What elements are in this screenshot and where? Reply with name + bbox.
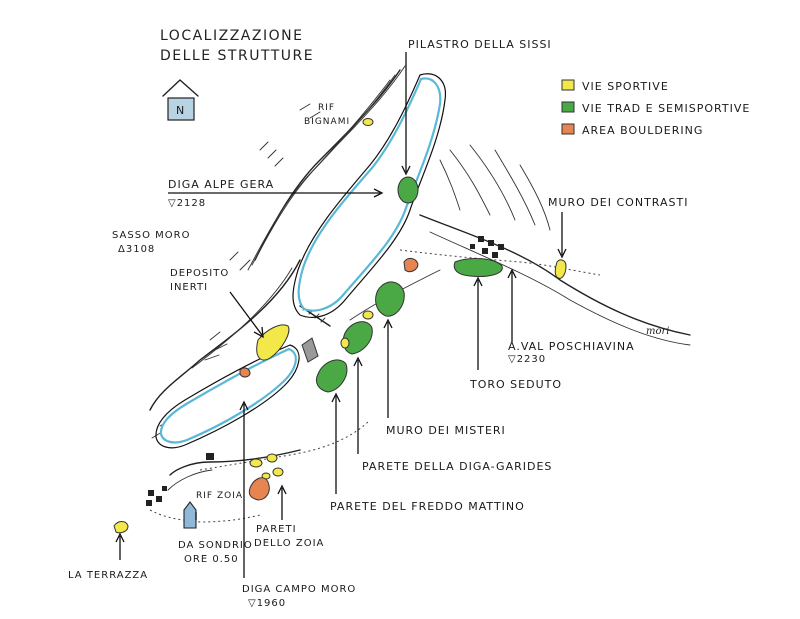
legend-label-bouldering: AREA BOULDERING [582,124,703,137]
label-toro-seduto: TORO SEDUTO [469,378,562,391]
legend-label-trad: VIE TRAD E SEMISPORTIVE [582,102,750,115]
area-la-terrazza [113,521,129,534]
map-title-line2: DELLE STRUTTURE [160,48,314,64]
label-sasso-moro-2: Δ3108 [118,244,155,255]
label-diga-campo-moro-1: DIGA CAMPO MORO [242,584,356,595]
area-parete-del-freddo-mattino [315,359,348,393]
label-val-poschiavina-2: ▽2230 [508,354,546,365]
legend-swatch-sportive [561,79,575,91]
label-diga-alpe-gera-alt: ▽2128 [168,198,206,209]
label-la-terrazza: LA TERRAZZA [68,570,148,581]
label-sasso-moro-1: SASSO MORO [112,230,190,241]
lake-campo-moro [155,344,300,449]
label-rif-bignami-1: RIF [318,103,335,113]
area-pilastro-della-sissi [397,176,419,204]
area-sport-near-diga-2 [340,337,350,349]
svg-text:N: N [176,104,185,117]
sport-areas [113,118,567,534]
label-rif-zoia: RIF ZOIA [196,491,243,501]
map-title-line1: LOCALIZZAZIONE [160,28,303,44]
label-deposito-2: INERTI [170,282,208,293]
area-boulder-upper [403,257,419,273]
label-da-sondrio-2: ORE 0.50 [184,554,239,565]
buildings [146,236,504,506]
area-pareti-zoia-3 [272,467,284,477]
area-deposito-inerti [256,324,290,361]
label-pilastro-della-sissi: PILASTRO DELLA SISSI [408,38,552,51]
legend: VIE SPORTIVE VIE TRAD E SEMISPORTIVE ARE… [561,79,750,137]
area-rif-bignami [362,118,374,126]
area-pareti-zoia-1 [249,458,263,468]
area-sport-near-diga [362,310,374,320]
area-toro-seduto [453,258,503,277]
label-rif-bignami-2: BIGNAMI [304,117,350,127]
label-da-sondrio-1: DA SONDRIO [178,540,253,551]
label-muro-dei-contrasti: MURO DEI CONTRASTI [548,196,688,209]
lake-alpe-gera [292,73,447,318]
legend-swatch-trad [561,101,575,113]
legend-swatch-bouldering [561,123,575,135]
area-parete-della-diga [342,321,373,355]
label-parete-della-diga: PARETE DELLA DIGA-GARIDES [362,460,552,473]
artist-signature: mori [646,326,669,337]
label-parete-del-freddo-mattino: PARETE DEL FREDDO MATTINO [330,500,525,513]
terrain-sketch [149,65,691,523]
label-val-poschiavina-1: A.VAL POSCHIAVINA [508,340,635,353]
area-boulder-deposito [239,367,251,378]
boulder-areas [239,257,419,501]
area-muro-dei-misteri [375,281,405,317]
road-marker-icon [183,501,197,529]
area-boulder-zoia [248,477,270,501]
trad-areas [315,176,503,393]
label-pareti-zoia-2: DELLO ZOIA [254,538,324,549]
area-pareti-zoia-2 [266,453,278,463]
label-diga-campo-moro-2: ▽1960 [248,598,286,609]
label-muro-dei-misteri: MURO DEI MISTERI [386,424,506,437]
label-pareti-zoia-1: PARETI [256,524,297,535]
label-deposito-1: DEPOSITO [170,268,229,279]
label-diga-alpe-gera: DIGA ALPE GERA [168,178,274,191]
legend-label-sportive: VIE SPORTIVE [582,80,669,93]
leader-lines [115,52,567,578]
north-arrow-icon: N [162,79,199,121]
area-muro-dei-contrasti [554,259,567,279]
